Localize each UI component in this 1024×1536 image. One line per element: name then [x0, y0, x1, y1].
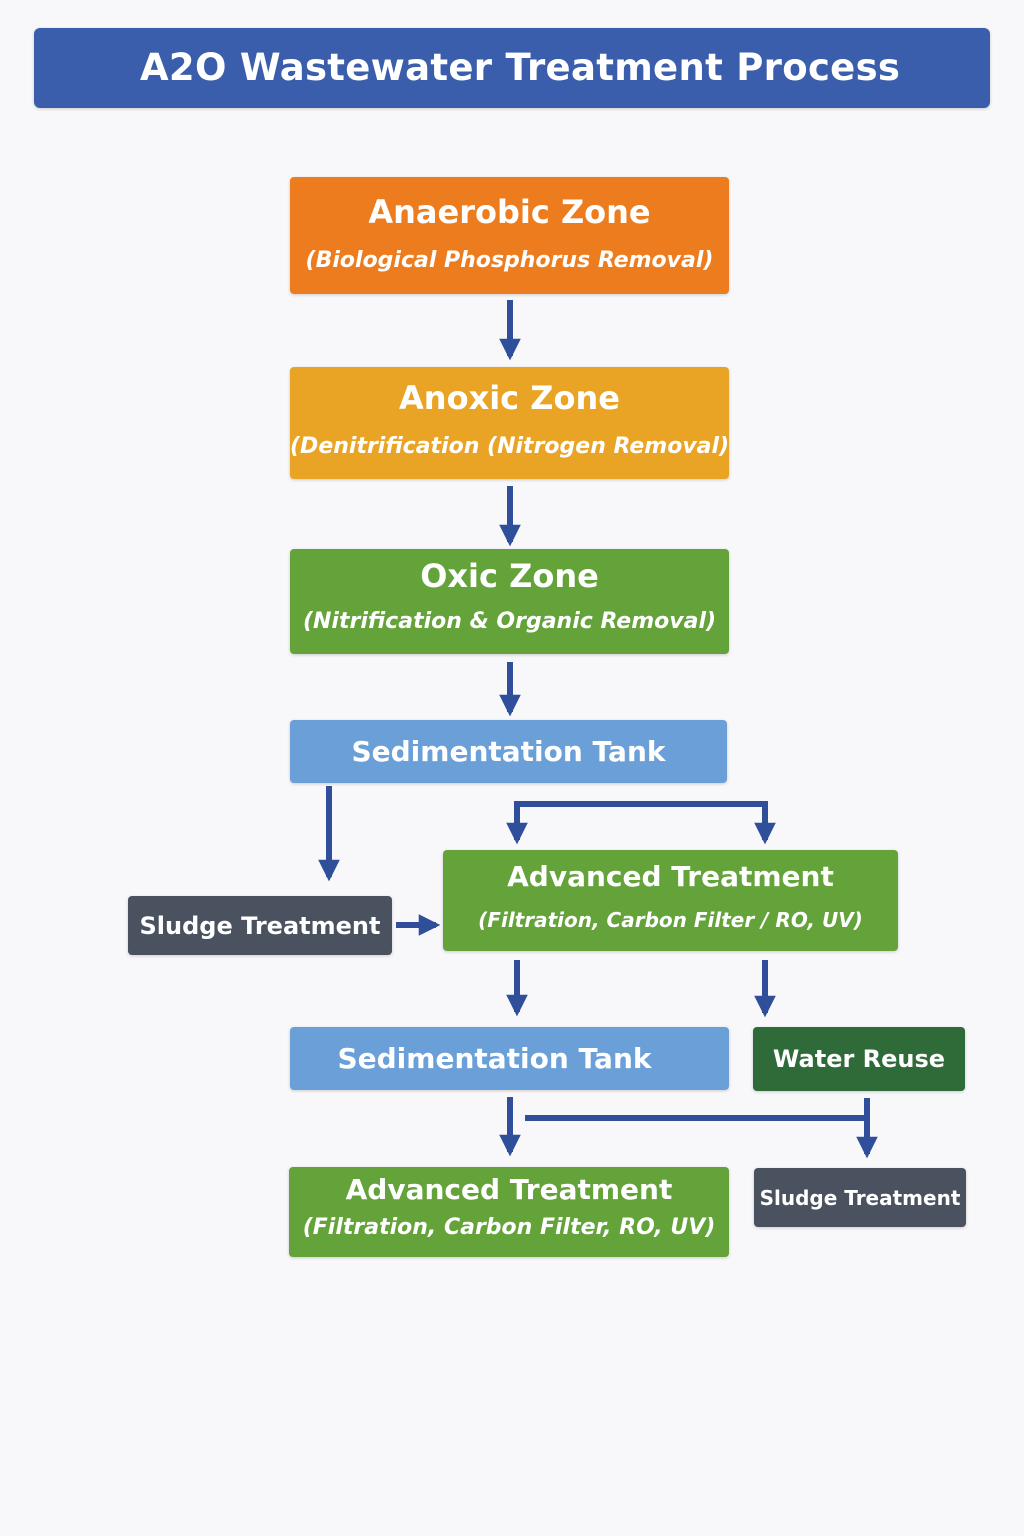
anaerobic-zone-box: Anaerobic Zone (Biological Phosphorus Re…	[290, 177, 729, 294]
oxic-zone-subtitle: (Nitrification & Organic Removal)	[302, 609, 717, 634]
advanced-treatment-box-2: Advanced Treatment (Filtration, Carbon F…	[289, 1167, 729, 1257]
oxic-zone-box: Oxic Zone (Nitrification & Organic Remov…	[290, 549, 729, 654]
advanced-treatment-title-2: Advanced Treatment	[345, 1173, 673, 1206]
split-line-to-advanced	[514, 801, 768, 838]
oxic-zone-title: Oxic Zone	[420, 557, 599, 595]
sludge-treatment-box-2: Sludge Treatment	[754, 1168, 966, 1227]
advanced-treatment-title: Advanced Treatment	[507, 860, 834, 893]
page-title: A2O Wastewater Treatment Process	[140, 46, 901, 89]
anaerobic-zone-title: Anaerobic Zone	[368, 193, 651, 231]
anoxic-zone-title: Anoxic Zone	[399, 379, 620, 417]
advanced-treatment-subtitle-2: (Filtration, Carbon Filter, RO, UV)	[302, 1215, 716, 1240]
title-banner: A2O Wastewater Treatment Process	[34, 28, 990, 108]
sludge-treatment-title: Sludge Treatment	[139, 911, 381, 940]
sedimentation-tank-title: Sedimentation Tank	[351, 735, 666, 768]
sedimentation-tank-title-2: Sedimentation Tank	[337, 1042, 652, 1075]
advanced-treatment-box: Advanced Treatment (Filtration, Carbon F…	[443, 850, 898, 951]
sedimentation-tank-box: Sedimentation Tank	[290, 720, 727, 783]
water-reuse-box: Water Reuse	[753, 1027, 965, 1091]
sedimentation-tank-box-2: Sedimentation Tank	[290, 1027, 729, 1090]
water-reuse-title: Water Reuse	[772, 1045, 946, 1073]
anaerobic-zone-subtitle: (Biological Phosphorus Removal)	[305, 248, 714, 273]
advanced-treatment-subtitle: (Filtration, Carbon Filter / RO, UV)	[478, 908, 863, 932]
sludge-treatment-box: Sludge Treatment	[128, 896, 392, 955]
anoxic-zone-subtitle: (Denitrification (Nitrogen Removal)	[290, 434, 730, 459]
anoxic-zone-box: Anoxic Zone (Denitrification (Nitrogen R…	[290, 367, 729, 479]
sludge-treatment-title-2: Sludge Treatment	[759, 1185, 961, 1210]
